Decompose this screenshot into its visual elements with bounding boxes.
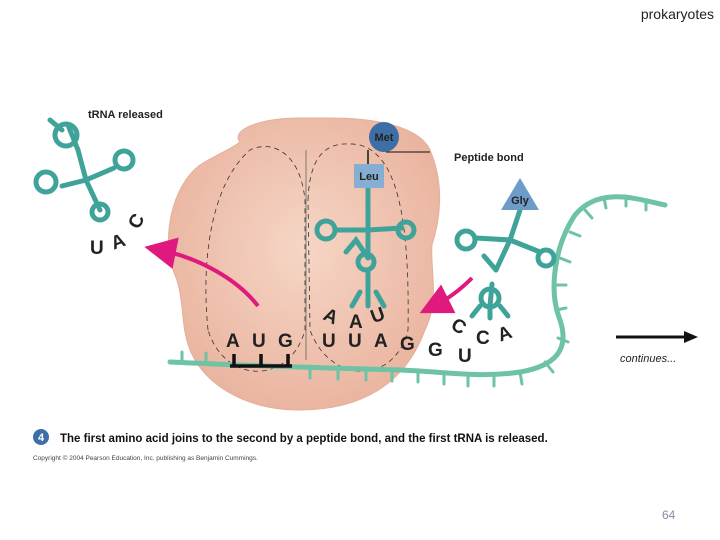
continues-arrow-head: [684, 331, 698, 343]
codon-bracket: [230, 354, 292, 368]
leu-amino-acid: [354, 164, 384, 188]
slide-header-title: prokaryotes: [640, 6, 714, 22]
anticodon2-u: U: [368, 304, 388, 328]
gly-amino-acid: [501, 178, 539, 210]
codon3-g1: G: [400, 334, 415, 355]
codon1-u: U: [252, 331, 266, 352]
met-label: Met: [375, 132, 394, 144]
anticodon3-a: A: [495, 322, 515, 347]
gly-trna: [454, 207, 557, 321]
p-site-outline: [205, 146, 306, 372]
met-amino-acid: [369, 122, 399, 152]
release-arrow: [144, 237, 260, 308]
codon1-a: A: [226, 331, 240, 352]
peptide-bond-label: Peptide bond: [454, 152, 524, 164]
released-anticodon-a: A: [108, 230, 128, 255]
trna-released-label: tRNA released: [88, 109, 163, 121]
codon3-g2: G: [428, 340, 443, 361]
codon3-u: U: [458, 346, 472, 367]
codon1-g: G: [278, 331, 293, 352]
codon2-u1: U: [322, 331, 336, 352]
released-trna: [33, 117, 136, 223]
mrna-strand: [167, 194, 668, 388]
gly-label: Gly: [511, 195, 530, 207]
copyright-notice: Copyright © 2004 Pearson Education, Inc.…: [33, 454, 258, 462]
anticodon3-c1: C: [447, 314, 470, 339]
page-number: 64: [662, 508, 676, 522]
codon2-a: A: [374, 331, 388, 352]
leu-label: Leu: [359, 171, 379, 183]
anticodon2-a2: A: [349, 312, 363, 333]
released-anticodon-u: U: [90, 238, 104, 259]
continues-label: continues...: [620, 353, 676, 365]
leu-trna: [314, 185, 417, 309]
anticodon3-c2: C: [476, 328, 490, 349]
figure-caption: The first amino acid joins to the second…: [60, 433, 548, 445]
step-number: 4: [38, 432, 45, 444]
released-anticodon-c: C: [124, 210, 149, 233]
step-number-badge: [33, 429, 49, 445]
incoming-arrow: [419, 276, 474, 314]
codon2-u2: U: [348, 331, 362, 352]
